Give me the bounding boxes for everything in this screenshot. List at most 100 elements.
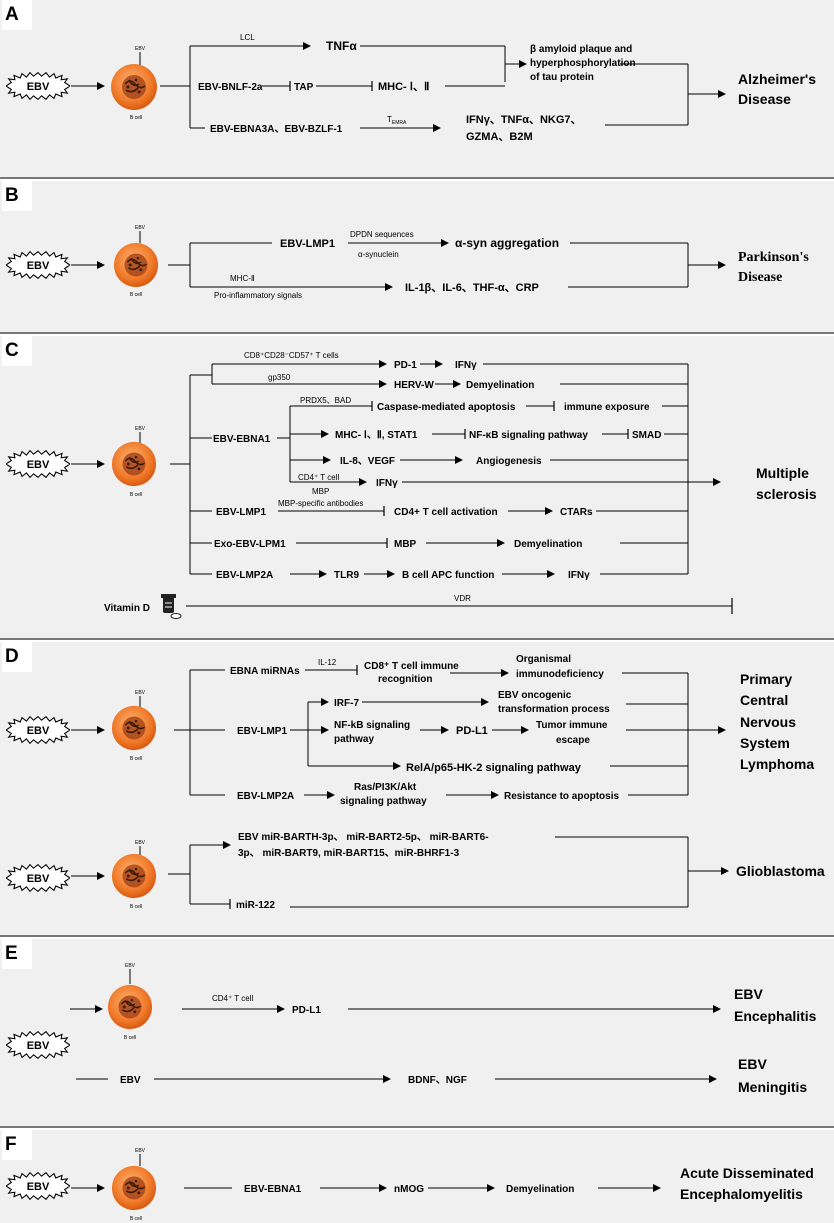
prdx-label: PRDX5、BAD (300, 396, 351, 405)
svg-text:B cell: B cell (130, 492, 142, 498)
ebv-virus-icon: EBV (6, 1031, 70, 1059)
demyelination-node-2: Demyelination (514, 539, 582, 550)
il-node: IL-1β、IL-6、THF-α、CRP (405, 282, 539, 294)
svg-text:Disease: Disease (738, 91, 791, 107)
exo-node: Exo-EBV-LPM1 (214, 539, 286, 550)
panel-a-diagram: EBV EBV B cell LCL TNFα EBV-BNLF-2a TAP … (6, 33, 816, 143)
il8-node: IL-8、VEGF (340, 456, 395, 467)
ebv-virus-icon: EBV (6, 864, 70, 892)
svg-text:B cell: B cell (130, 756, 142, 762)
panel-e-diagram: EBV B cell CD4⁺ T cell PD-L1 EBV Encepha… (6, 963, 817, 1095)
ebv-node: EBV (120, 1075, 141, 1086)
panel-b-diagram: EBV EBV B cell EBV-LMP1 DPDN sequences α… (6, 225, 809, 300)
parkinsons-disease: Parkinson's (738, 250, 809, 265)
ctars-node: CTARs (560, 507, 593, 518)
panel-label: B (2, 181, 32, 211)
b-cell-icon: EBV B cell (111, 840, 157, 910)
mhc-node: MHC- Ⅰ、Ⅱ (378, 81, 429, 93)
svg-text:of tau protein: of tau protein (530, 72, 594, 83)
herv-node: HERV-W (394, 380, 434, 391)
nfkb-node: NF-κB signaling pathway (469, 430, 588, 441)
mhc2-label: MHC-Ⅱ (230, 274, 255, 283)
gp350-label: gp350 (268, 373, 291, 382)
svg-text:recognition: recognition (378, 674, 432, 685)
svg-text:Encephalomyelitis: Encephalomyelitis (680, 1186, 803, 1202)
meningitis-disease: EBV (738, 1056, 767, 1072)
mir-barth-node: EBV miR-BARTH-3p、 miR-BART2-5p、 miR-BART… (238, 832, 489, 843)
panel-e: E EBV B cell CD4⁺ T cell PD-L1 EBV Encep… (0, 939, 834, 1126)
svg-text:EBV: EBV (135, 46, 146, 52)
svg-text:EBV: EBV (27, 873, 50, 885)
mbp-node: MBP (394, 539, 417, 550)
panel-label: D (2, 642, 32, 672)
svg-text:EBV: EBV (135, 840, 146, 846)
svg-text:EBV: EBV (135, 426, 146, 432)
cd8-label: CD8⁺CD28⁻CD57⁺ T cells (244, 351, 339, 360)
svg-text:Encephalitis: Encephalitis (734, 1008, 817, 1024)
ifn-node: IFNγ、TNFα、NKG7、 (466, 114, 582, 126)
cd4-label: CD4⁺ T cell (212, 994, 253, 1003)
resistance-node: Resistance to apoptosis (504, 791, 619, 802)
panel-label: E (2, 939, 32, 969)
ebv-virus-icon: EBV (6, 251, 70, 279)
panel-b: B EBV EBV B cell EBV-LMP1 DPDN sequences… (0, 181, 834, 332)
panel-c-diagram: EBV EBV B cell CD8⁺CD28⁻CD57⁺ T cells PD… (6, 351, 817, 619)
lmp2a-node: EBV-LMP2A (237, 791, 294, 802)
panel-label: F (2, 1130, 32, 1160)
ebna1-node: EBV-EBNA1 (213, 434, 271, 445)
oncogenic-node: EBV oncogenic (498, 690, 572, 701)
mbp-small-label: MBP (312, 487, 329, 496)
mhc-node: MHC- Ⅰ、Ⅱ, STAT1 (335, 430, 418, 441)
panel-d: D EBV EBV B cell EBNA miRNAs IL-12 CD8⁺ … (0, 642, 834, 935)
vdr-label: VDR (454, 594, 471, 603)
svg-text:Central: Central (740, 692, 788, 708)
svg-text:EBV: EBV (27, 725, 50, 737)
mir122-node: miR-122 (236, 900, 275, 911)
svg-text:EBV: EBV (135, 225, 146, 231)
pcnsl-disease: Primary (740, 671, 792, 687)
b-cell-icon: EBV B cell (111, 426, 157, 498)
pro-label: Pro-inflammatory signals (214, 291, 302, 300)
demyelination-node: Demyelination (506, 1184, 574, 1195)
svg-text:transformation process: transformation process (498, 704, 610, 715)
cd4-label: CD4⁺ T cell (298, 473, 339, 482)
svg-text:EBV: EBV (27, 1040, 50, 1052)
panel-d-diagram: EBV EBV B cell EBNA miRNAs IL-12 CD8⁺ T … (6, 654, 825, 911)
cd8-recognition-node: CD8⁺ T cell immune (364, 661, 459, 672)
pd1-node: PD-1 (394, 360, 417, 371)
b-cell-icon: EBV B cell (110, 46, 158, 121)
encephalitis-disease: EBV (734, 986, 763, 1002)
pdl1-node: PD-L1 (456, 725, 488, 737)
smad-node: SMAD (632, 430, 661, 441)
svg-text:sclerosis: sclerosis (756, 486, 817, 502)
ebv-virus-icon: EBV (6, 72, 70, 100)
angiogenesis-node: Angiogenesis (476, 456, 542, 467)
panel-c: C EBV EBV B cell CD8⁺CD28⁻CD57⁺ T cells … (0, 336, 834, 638)
svg-text:B cell: B cell (130, 904, 142, 910)
svg-text:pathway: pathway (334, 734, 374, 745)
svg-text:EBV: EBV (27, 260, 50, 272)
immune-exposure-node: immune exposure (564, 402, 650, 413)
svg-text:EBV: EBV (27, 459, 50, 471)
lmp1-node: EBV-LMP1 (237, 726, 287, 737)
temra-label: TEMRA (387, 115, 407, 126)
ms-disease: Multiple (756, 465, 809, 481)
ebv-virus-icon: EBV (6, 450, 70, 478)
ebna-mirnas-node: EBNA miRNAs (230, 666, 300, 677)
ebv-virus-icon: EBV (6, 1172, 70, 1200)
immunodeficiency-node: Organismal (516, 654, 571, 665)
nmog-node: nMOG (394, 1184, 424, 1195)
lmp1-node: EBV-LMP1 (216, 507, 266, 518)
apc-node: B cell APC function (402, 570, 494, 581)
b-cell-icon: EBV B cell (107, 963, 153, 1041)
ebna3a-node: EBV-EBNA3A、EBV-BZLF-1 (210, 124, 343, 135)
caspase-node: Caspase-mediated apoptosis (377, 402, 516, 413)
svg-text:Lymphoma: Lymphoma (740, 756, 814, 772)
ebna1-node: EBV-EBNA1 (244, 1184, 302, 1195)
tlr9-node: TLR9 (334, 570, 359, 581)
b-cell-icon: EBV B cell (113, 225, 159, 298)
nfkb-node: NF-kB signaling (334, 720, 410, 731)
tap-node: TAP (294, 82, 314, 93)
ifng-node-3: IFNγ (568, 570, 590, 581)
demyelination-node-1: Demyelination (466, 380, 534, 391)
